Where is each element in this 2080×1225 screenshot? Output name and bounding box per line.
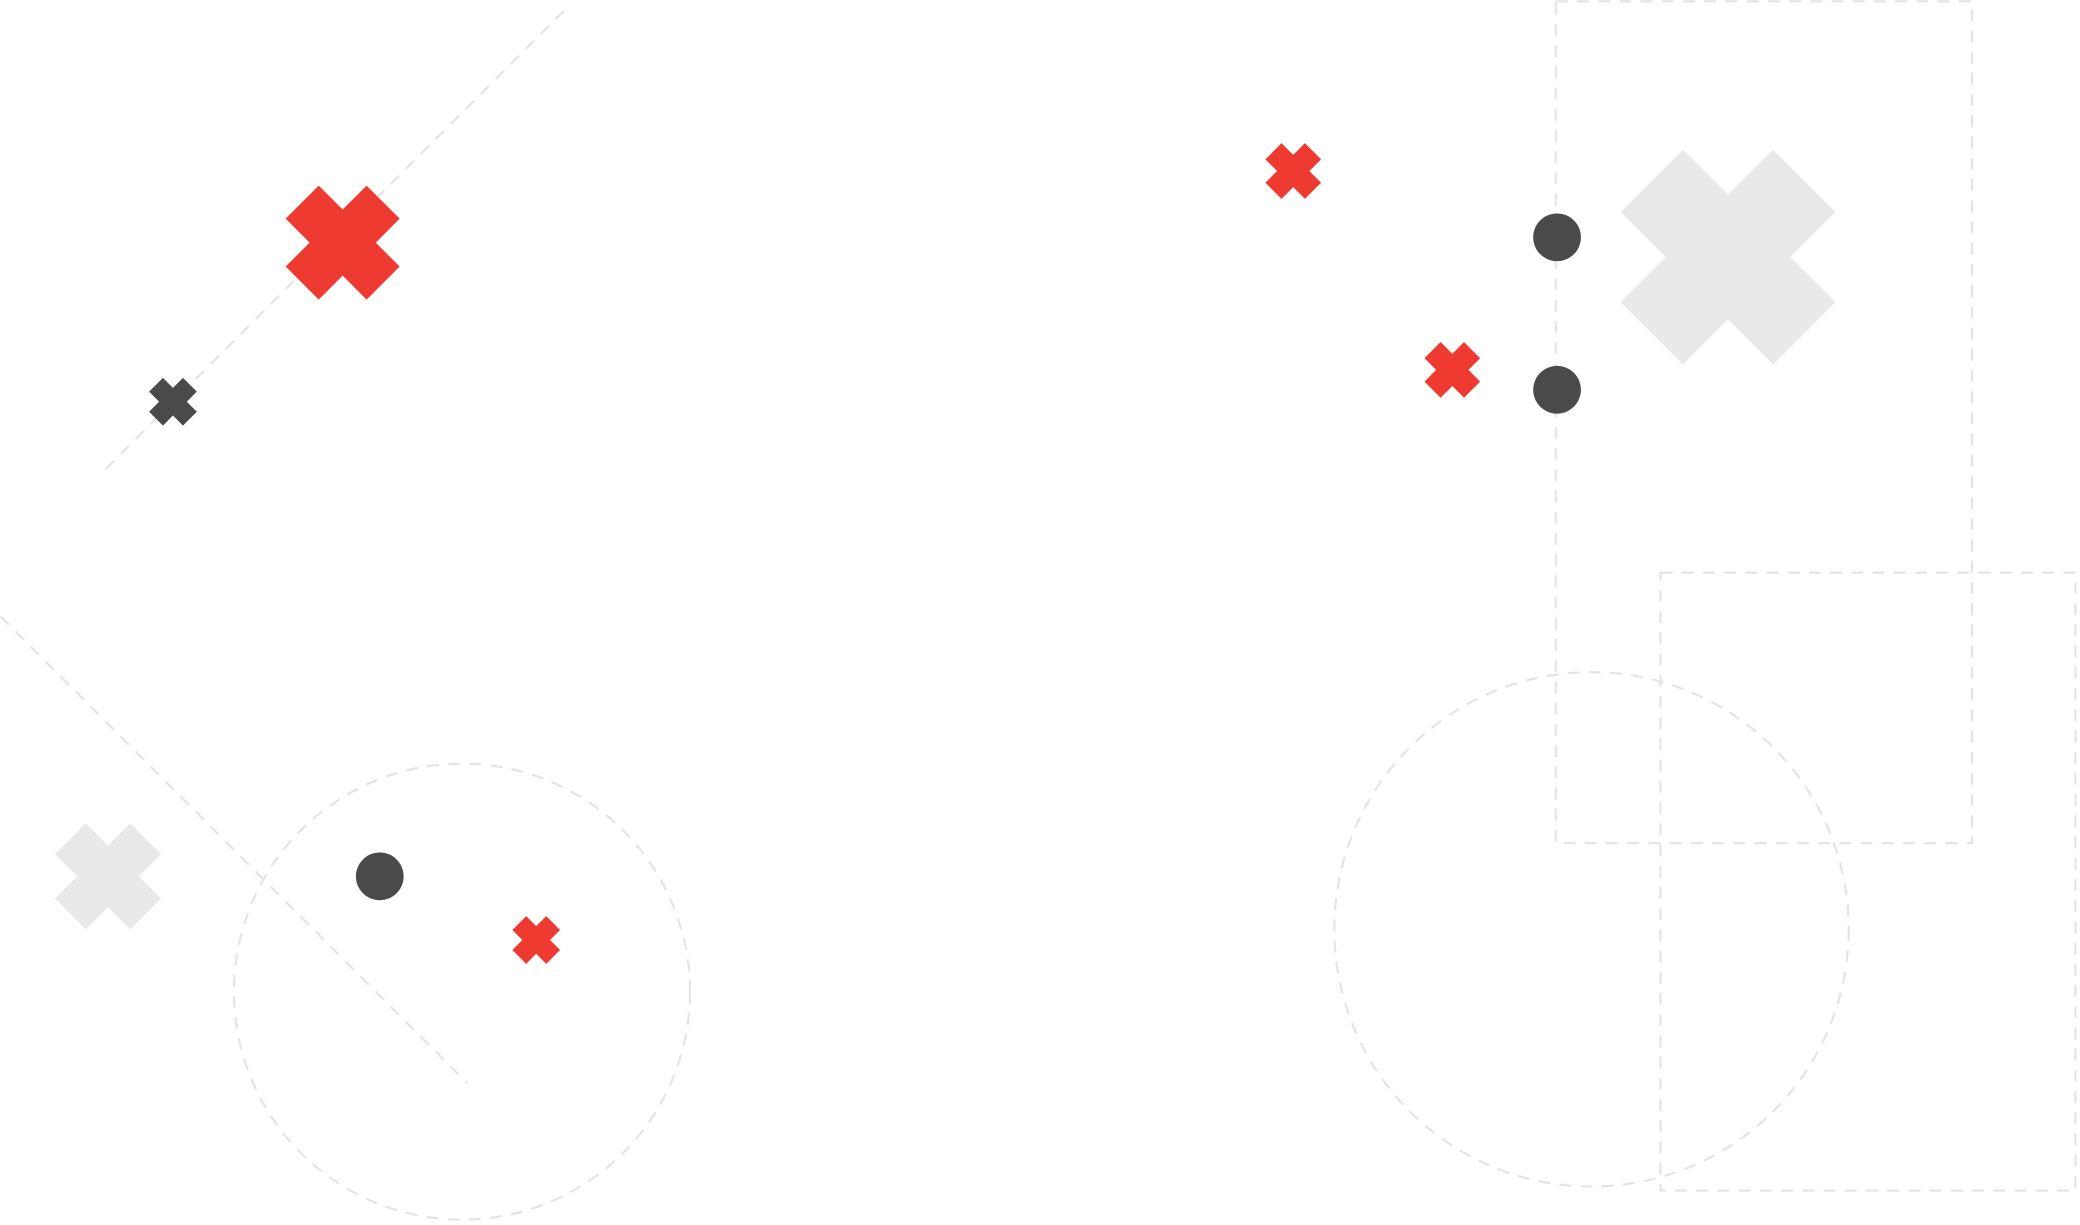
cross-icon-red-top-right bbox=[1265, 143, 1322, 199]
dashed-rect-bottom bbox=[1659, 571, 2077, 1192]
dashed-circle-right bbox=[1333, 671, 1850, 1188]
cross-icon-light-large bbox=[1620, 149, 1836, 365]
cross-icon-dark-small bbox=[149, 377, 197, 426]
cross-icon-light-left bbox=[54, 823, 162, 930]
cross-icon-red-mid-right bbox=[1424, 342, 1481, 398]
dashed-rect-top bbox=[1554, 0, 1974, 845]
dot-icon-mid-right bbox=[1533, 365, 1581, 414]
dot-icon-left bbox=[355, 852, 404, 901]
dashed-diagonal-line-bottom bbox=[0, 615, 469, 1084]
cross-icon-red-large bbox=[285, 185, 400, 300]
dashed-circle-left bbox=[232, 762, 692, 1221]
dot-icon-top-right bbox=[1533, 213, 1581, 262]
cross-icon-red-bottom bbox=[512, 916, 561, 964]
